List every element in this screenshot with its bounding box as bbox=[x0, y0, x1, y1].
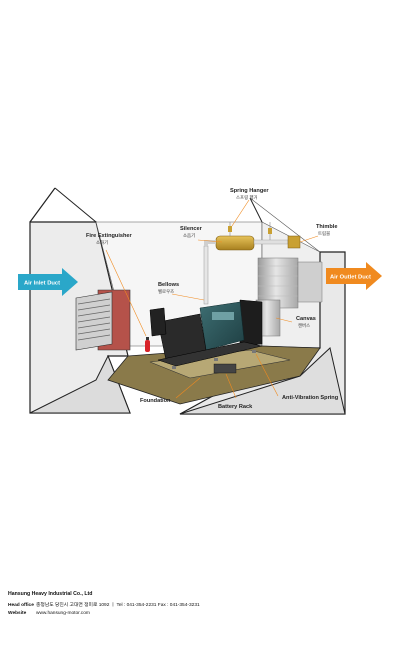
svg-text:Foundation: Foundation bbox=[140, 398, 171, 404]
label-canvas: Canvas 캔버스 bbox=[296, 316, 316, 329]
svg-text:트림블: 트림블 bbox=[318, 230, 330, 237]
website-link[interactable]: www.hansung-motor.com bbox=[36, 611, 90, 616]
fire-extinguisher bbox=[145, 337, 150, 352]
label-battery-rack: Battery Rack bbox=[218, 404, 253, 410]
label-spring-hanger: Spring Hanger 스프링 행거 bbox=[230, 188, 269, 201]
label-anti-vibration-spring: Anti-Vibration Spring bbox=[282, 395, 339, 401]
svg-text:Thimble: Thimble bbox=[316, 224, 337, 230]
svg-text:Fire Extinguisher: Fire Extinguisher bbox=[86, 233, 133, 239]
svg-text:벨로우즈: 벨로우즈 bbox=[158, 288, 174, 295]
leader-lines bbox=[105, 199, 319, 399]
svg-text:Spring Hanger: Spring Hanger bbox=[230, 188, 269, 194]
generator-set bbox=[149, 299, 263, 374]
svg-text:Silencer: Silencer bbox=[180, 226, 203, 232]
battery-rack bbox=[213, 363, 237, 374]
label-thimble: Thimble 트림블 bbox=[316, 224, 337, 237]
svg-text:소화기: 소화기 bbox=[96, 239, 108, 246]
website-label: Website bbox=[8, 611, 27, 616]
svg-text:Air Outlet Duct: Air Outlet Duct bbox=[330, 275, 371, 281]
head-office-label: Head office bbox=[8, 603, 34, 608]
silencer-body bbox=[215, 235, 255, 251]
label-silencer: Silencer 소음기 bbox=[180, 226, 203, 239]
inlet-louver bbox=[75, 289, 131, 351]
thimble-body bbox=[287, 235, 301, 249]
label-fire-extinguisher: Fire Extinguisher 소화기 bbox=[86, 233, 133, 246]
svg-text:Battery Rack: Battery Rack bbox=[218, 404, 253, 410]
exhaust-system bbox=[203, 222, 301, 305]
air-outlet-duct-arrow: Air Outlet Duct bbox=[326, 262, 382, 290]
footer: Hansung Heavy Industrial Co., Ltd Head o… bbox=[8, 591, 200, 618]
anti-vibration-springs bbox=[172, 350, 256, 369]
svg-text:Anti-Vibration Spring: Anti-Vibration Spring bbox=[282, 395, 339, 401]
label-bellows: Bellows 벨로우즈 bbox=[158, 282, 179, 295]
svg-text:스프링 행거: 스프링 행거 bbox=[236, 194, 258, 201]
svg-text:캔버스: 캔버스 bbox=[298, 322, 310, 329]
website-row: Website www.hansung-motor.com bbox=[8, 610, 200, 618]
head-office-value: 충청남도 당진시 고대면 정미로 1092 ㅣ Tel : 041-354-22… bbox=[36, 603, 200, 608]
svg-text:소음기: 소음기 bbox=[183, 232, 195, 239]
svg-text:Canvas: Canvas bbox=[296, 316, 316, 322]
front-wedge-left bbox=[29, 354, 131, 414]
label-foundation: Foundation bbox=[140, 398, 171, 404]
svg-text:Bellows: Bellows bbox=[158, 282, 179, 288]
company-name: Hansung Heavy Industrial Co., Ltd bbox=[8, 591, 93, 597]
svg-text:Air Inlet Duct: Air Inlet Duct bbox=[24, 281, 60, 287]
air-inlet-duct-arrow: Air Inlet Duct bbox=[18, 268, 78, 296]
